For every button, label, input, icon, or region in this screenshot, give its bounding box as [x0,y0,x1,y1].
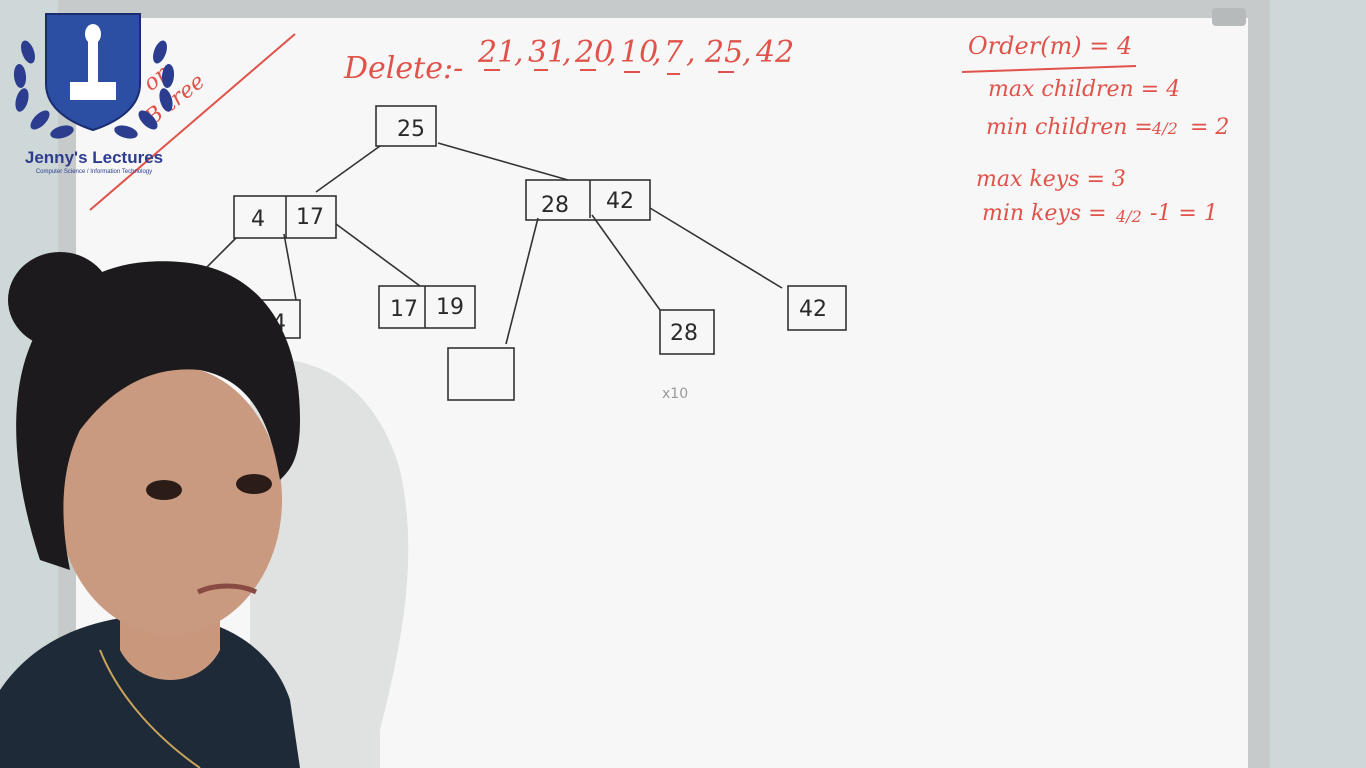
max-children-rule: max children = 4 [988,77,1180,102]
delete-key-25: 25 [704,35,743,70]
min-children-ceil: 4/2 [1151,119,1178,138]
left-internal-key-2: 17 [296,205,324,230]
board-corner-bracket [1212,8,1246,26]
delete-list: Delete:- 21 31 20 10 7 25 42 , , , , , , [343,35,794,86]
side-note-underline [89,33,296,211]
presenter-hair-bun [8,252,112,348]
min-keys-result: -1 = 1 [1150,201,1218,226]
presenter [0,252,300,768]
order-rules: Order(m) = 4 max children = 4 min childr… [961,32,1229,226]
tree-leaf-d: 42 [787,285,847,331]
order-label: Order(m) = 4 [968,32,1132,60]
svg-text:,: , [607,35,617,70]
tree-edges [195,142,783,345]
leaf-b-key-1: 17 [390,297,418,322]
tree-root-node: 25 [375,105,437,147]
right-internal-key-2: 42 [606,189,634,214]
svg-text:,: , [742,35,752,70]
delete-label: Delete:- [343,51,463,86]
delete-key-20: 20 [574,35,613,70]
max-keys-rule: max keys = 3 [976,167,1126,192]
presenter-top [0,615,300,768]
leaf-c-key: 28 [670,321,698,346]
order-underline [961,65,1137,73]
logo-book-icon [70,82,116,100]
presenter-left-eye [146,480,182,500]
logo-emblem [13,13,175,139]
svg-text:,: , [652,35,662,70]
delete-key-7: 7 [664,35,684,70]
delete-underlines [484,69,734,75]
tree-leaf-b: 17 19 [378,285,476,329]
delete-key-10: 10 [620,35,658,70]
svg-text:,: , [686,35,696,70]
faint-scribble: x10 [662,386,688,402]
tree-leaf-c: 28 [659,309,715,355]
root-key: 25 [397,117,425,142]
presenter-mouth [196,583,258,595]
presenter-right-eye [236,474,272,494]
min-keys-ceil: 4/2 [1115,207,1142,226]
logo-tagline: Computer Science / Information Technolog… [35,169,153,175]
tree-leaf-empty [447,347,515,401]
svg-text:,: , [514,35,524,70]
leaf-d-key: 42 [799,297,827,322]
presenter-face [58,365,282,635]
presenter-necklace [99,649,201,768]
svg-text:,: , [562,35,572,70]
min-children-rule: min children = [986,115,1153,140]
min-keys-rule: min keys = [982,201,1107,226]
min-children-result: = 2 [1190,115,1229,140]
logo-torch-icon [88,40,98,82]
tree-left-internal-node: 4 17 [233,195,337,239]
delete-key-42: 42 [755,35,794,70]
delete-key-21: 21 [477,35,516,70]
left-internal-key-1: 4 [251,207,265,232]
tree-right-internal-node: 28 42 [525,179,651,221]
right-internal-key-1: 28 [541,193,569,218]
leaf-b-key-2: 19 [436,295,464,320]
delete-key-31: 31 [528,35,566,70]
logo-name: Jenny's Lectures [24,148,164,167]
